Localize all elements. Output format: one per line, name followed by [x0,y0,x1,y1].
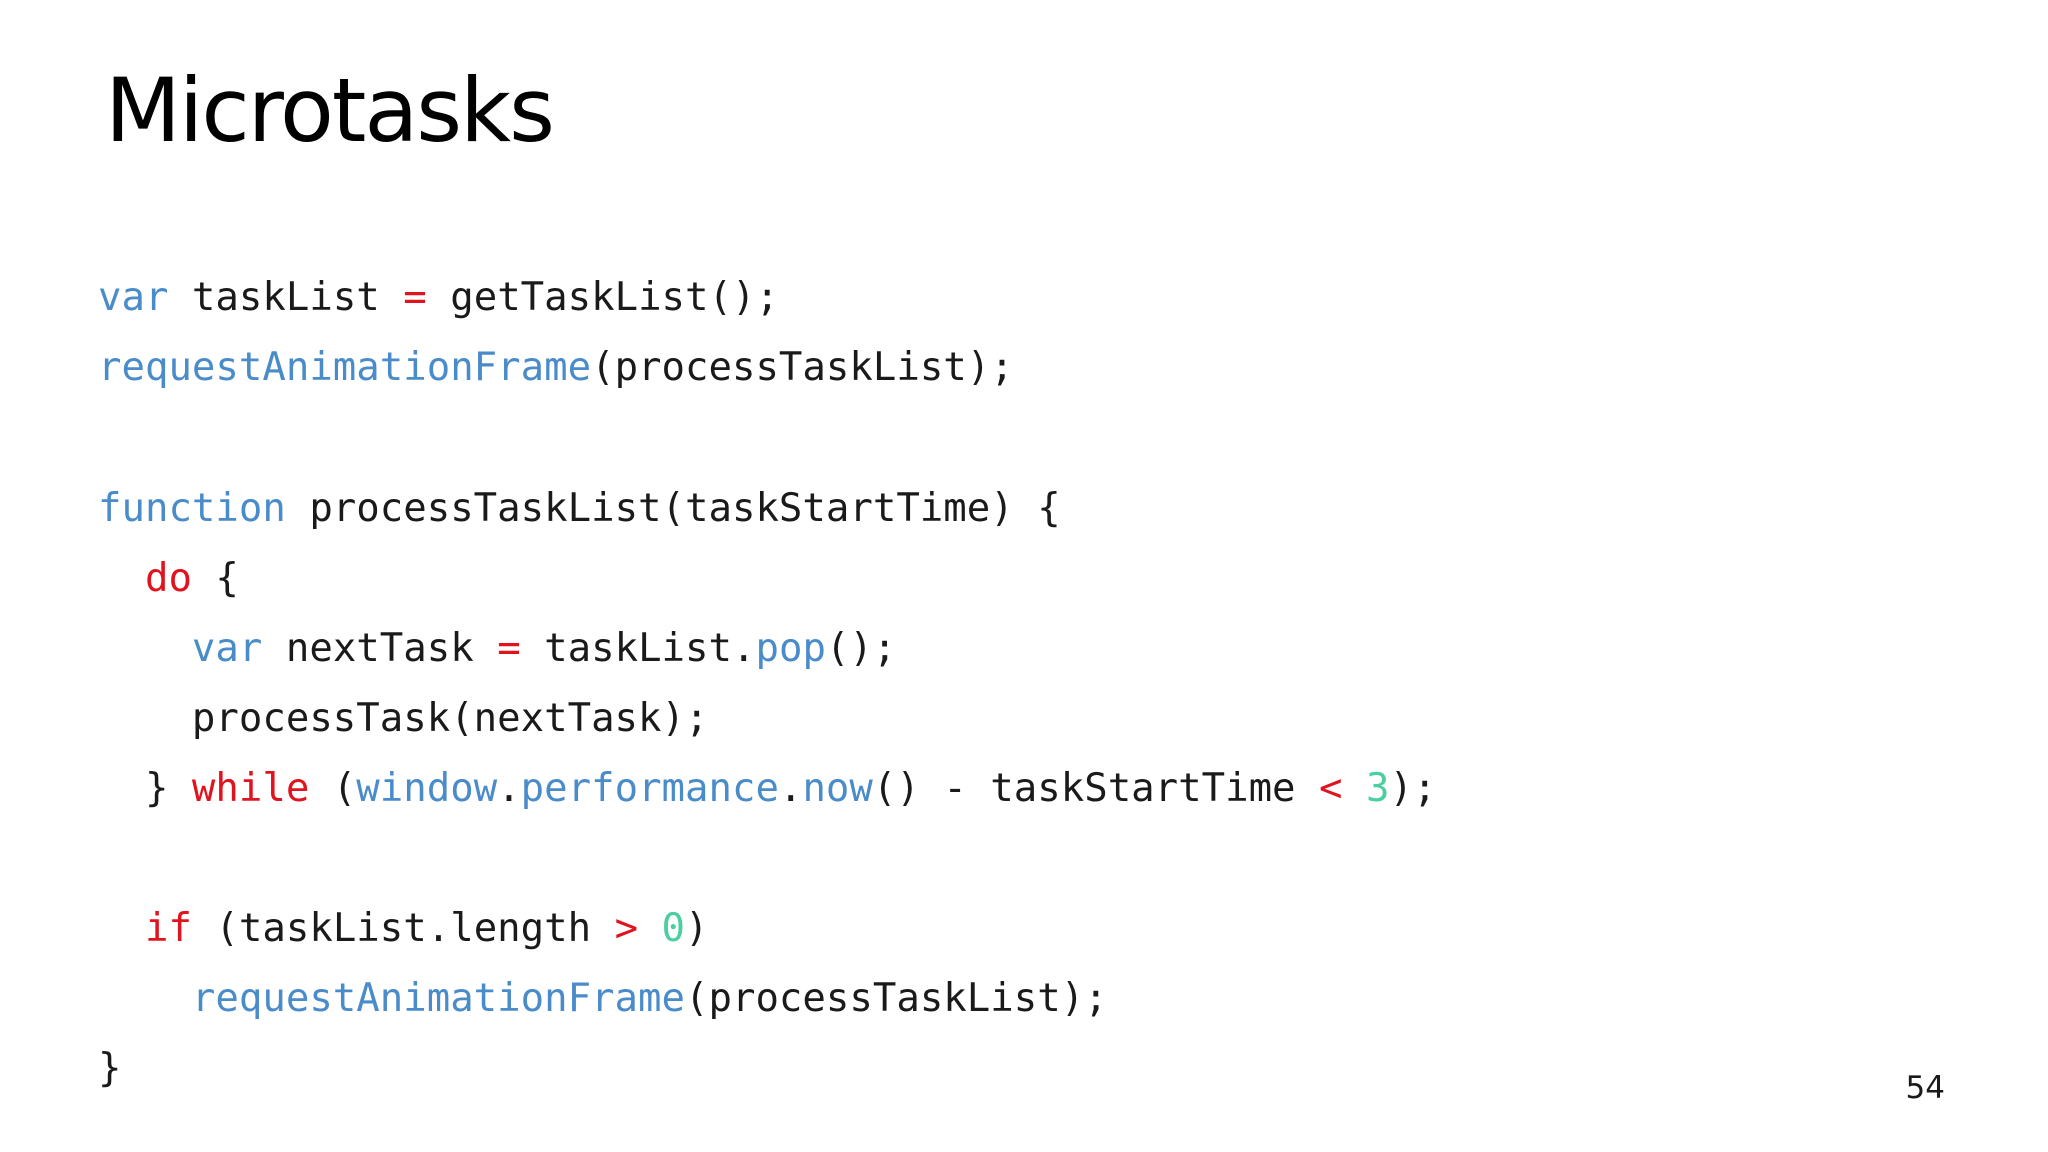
code-line: } while (window.performance.now() - task… [98,762,1436,816]
code-text: ( [309,766,357,811]
code-number: 3 [1365,766,1390,811]
code-keyword: window [356,766,498,811]
code-operator: > [614,906,639,951]
code-control-keyword: do [144,556,192,601]
code-line: var taskList = getTaskList(); [98,271,779,325]
code-keyword: var [98,275,169,320]
code-text: processTaskList(taskStartTime) { [285,486,1061,531]
code-text: processTask(nextTask); [98,696,709,741]
code-text: ) [685,906,709,951]
code-control-keyword: if [144,906,192,951]
code-text [98,976,192,1021]
code-text: (processTaskList); [591,345,1014,390]
code-text [98,906,145,951]
code-keyword: var [191,626,263,671]
code-keyword: requestAnimationFrame [191,976,686,1021]
slide-title: Microtasks [105,59,555,162]
code-operator: < [1319,766,1343,811]
code-text: (taskList.length [191,906,615,951]
code-number: 0 [661,906,686,951]
code-line: processTask(nextTask); [98,692,709,746]
page-number: 54 [1905,1070,1945,1106]
code-keyword: function [98,486,286,531]
code-text [638,906,661,951]
code-line: var nextTask = taskList.pop(); [98,622,896,676]
code-text: ); [1389,766,1437,811]
code-text: } [98,1046,122,1091]
code-text: (); [825,626,897,671]
code-text: } [98,766,192,811]
code-line: function processTaskList(taskStartTime) … [98,482,1061,536]
code-line: } [98,1042,121,1096]
code-text: getTaskList(); [426,275,779,320]
code-control-keyword: while [191,766,310,811]
code-keyword: requestAnimationFrame [98,345,592,390]
code-text: nextTask [262,626,498,671]
code-text: () - taskStartTime [872,766,1320,811]
code-line: requestAnimationFrame(processTaskList); [98,341,1014,395]
code-text: . [497,766,521,811]
code-line: requestAnimationFrame(processTaskList); [98,972,1108,1026]
code-keyword: pop [755,626,826,671]
code-keyword: performance [520,766,779,811]
code-keyword: now [802,766,873,811]
code-operator: = [497,626,521,671]
code-text [1343,766,1366,811]
code-text [98,556,145,601]
code-line: if (taskList.length > 0) [98,902,709,956]
code-text [98,626,192,671]
code-text: { [191,556,239,601]
code-text: (processTaskList); [685,976,1108,1021]
code-operator: = [403,275,427,320]
code-text: taskList [168,275,404,320]
code-line: do { [98,552,239,606]
code-text: taskList. [520,626,756,671]
code-text: . [778,766,803,811]
